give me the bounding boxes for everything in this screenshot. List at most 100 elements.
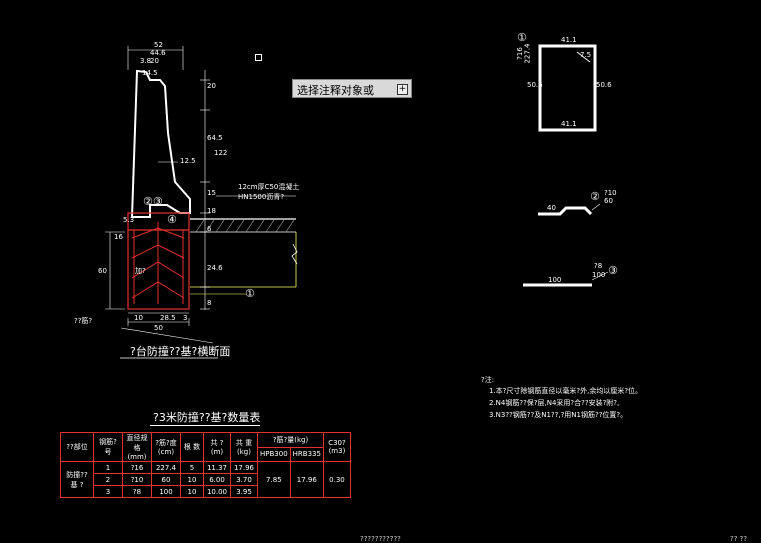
td-cell: 5 xyxy=(180,461,204,474)
status-right: ?? ?? xyxy=(730,535,748,543)
th-hpb: HPB300 xyxy=(257,446,291,462)
notes-head: ?注: xyxy=(481,376,495,384)
td-cell: 60 xyxy=(151,473,181,486)
th-hrb: HRB335 xyxy=(289,446,324,462)
rebar1-hook-len: 7.5 xyxy=(580,51,592,59)
callout-23: ②③ xyxy=(143,195,163,208)
pavement-hatch xyxy=(190,218,296,233)
table-title: ?3米防撞??基?数量表 xyxy=(153,411,261,424)
bar-label: ??筋? xyxy=(74,317,93,325)
th-dia: 直径规格 (mm) xyxy=(122,432,152,462)
rebar1-shape xyxy=(538,44,597,132)
quantity-table: ??部位 钢筋?号 直径规格 (mm) ?筋?度 (cm) 根 数 共 ? (m… xyxy=(60,432,351,498)
td-cell: 227.4 xyxy=(151,461,181,474)
rebar2-len: 60 xyxy=(604,197,613,205)
callout-1: ① xyxy=(245,287,255,300)
th-count: 根 数 xyxy=(180,432,204,462)
rebar3-leader xyxy=(591,271,609,281)
rebar1-len: 227.4 xyxy=(523,43,532,64)
dim-notch-125: 12.5 xyxy=(180,157,196,165)
td-cell: 10 xyxy=(180,485,204,498)
th-no: 钢筋?号 xyxy=(93,432,123,462)
status-text: ??????????? xyxy=(360,535,401,543)
dimension-lines xyxy=(105,46,210,326)
note-1: 1.本?尺寸除钢筋直径以毫米?外,余均以厘米?位。 xyxy=(489,387,643,395)
table-row: 2 ?10 60 10 6.00 3.70 xyxy=(61,473,351,486)
pave-top-label: 12cm厚C50混凝土 xyxy=(238,183,300,191)
table-title-rule xyxy=(150,425,260,426)
dim-bottom-10: 10 xyxy=(134,314,143,322)
rebar-chevrons xyxy=(131,222,185,304)
td-cell: 11.37 xyxy=(203,461,231,474)
td-cell: 17.96 xyxy=(230,461,258,474)
note-2: 2.N4钢筋??保?层,N4采用?合??安装?附?, xyxy=(489,399,620,407)
dim-bottom-50: 50 xyxy=(154,324,163,332)
td-cell: 3 xyxy=(93,485,123,498)
th-total-len: 共 ? (m) xyxy=(203,432,231,462)
td-cell: ?16 xyxy=(122,461,152,474)
rebar2-shape xyxy=(538,206,593,216)
td-cell: 3.95 xyxy=(230,485,258,498)
rebar3-len: 100 xyxy=(592,271,606,279)
rebar1-height: 50.6 xyxy=(527,81,543,89)
rebar2-seg: 40 xyxy=(547,204,556,212)
td-part: 防撞??基 ? xyxy=(60,461,94,498)
dim-right-18: 18 xyxy=(207,207,216,215)
td-cell: ?8 xyxy=(122,485,152,498)
inner-label: 加? xyxy=(135,267,146,275)
th-total-wt: 共 重 (kg) xyxy=(230,432,258,462)
th-len: ?筋?度 (cm) xyxy=(151,432,181,462)
title-underline xyxy=(120,327,214,344)
td-c30: 0.30 xyxy=(322,461,351,498)
cursor-marker xyxy=(255,54,262,61)
dim-right-15: 15 xyxy=(207,189,216,197)
td-cell: 10.00 xyxy=(203,485,231,498)
dim-right-20: 20 xyxy=(207,82,216,90)
rebar1-width: 41.1 xyxy=(561,36,577,44)
rebar2-circle: ② xyxy=(590,190,600,203)
td-cell: 6.00 xyxy=(203,473,231,486)
dim-left-16: 16 xyxy=(114,233,123,241)
td-hrb: 17.96 xyxy=(289,461,324,498)
plus-icon[interactable]: + xyxy=(397,84,408,95)
rebar1-circle: ① xyxy=(517,31,527,44)
td-cell: 1 xyxy=(93,461,123,474)
table-header-row: ??部位 钢筋?号 直径规格 (mm) ?筋?度 (cm) 根 数 共 ? (m… xyxy=(60,432,351,462)
td-cell: 100 xyxy=(151,485,181,498)
rebar1-hook xyxy=(576,51,591,63)
pave-bottom-label: HN1500沥青? xyxy=(238,193,285,201)
rebar3-seg: 100 xyxy=(548,276,562,284)
td-hpb: 7.85 xyxy=(257,461,291,498)
dim-left-60: 60 xyxy=(98,267,107,275)
section-title: ?台防撞??基?横断面 xyxy=(130,345,231,358)
tooltip-label: 选择注释对象或 xyxy=(297,84,374,97)
th-part: ??部位 xyxy=(60,432,94,462)
callout-4: ④ xyxy=(167,213,177,226)
dim-bottom-3: 3 xyxy=(183,314,188,322)
rebar1-height2: 50.6 xyxy=(596,81,612,89)
td-cell: ?10 xyxy=(122,473,152,486)
dim-right-8: 8 xyxy=(207,299,212,307)
td-cell: 2 xyxy=(93,473,123,486)
dim-left-53: 5.3 xyxy=(123,216,135,224)
dim-right-6: 6 xyxy=(207,225,212,233)
rebar2-dia: ?10 xyxy=(604,189,617,197)
dim-right-122: 122 xyxy=(214,149,228,157)
rebar2-leader xyxy=(591,203,601,211)
dim-sub-44: 44.6 xyxy=(150,49,166,57)
table-row: 防撞??基 ? 1 ?16 227.4 5 11.37 17.96 7.85 1… xyxy=(60,461,351,498)
note-3: 3.N3??钢筋??及N1??,?用N1钢筋??位置?。 xyxy=(489,411,628,419)
th-c30: C30? (m3) xyxy=(322,432,351,462)
dim-right-246: 24.6 xyxy=(207,264,223,272)
ground-line xyxy=(190,232,297,288)
dim-sub-a: 3.8 xyxy=(140,57,152,65)
rebar3-dia: ?8 xyxy=(594,262,603,270)
rebar1-bottom-width: 41.1 xyxy=(561,120,577,128)
dim-sub-b: 20 xyxy=(150,57,159,65)
dim-right-645: 64.5 xyxy=(207,134,223,142)
dim-bottom-285: 28.5 xyxy=(160,314,176,322)
td-cell: 10 xyxy=(180,473,204,486)
annotation-tooltip[interactable]: 选择注释对象或 + xyxy=(292,79,412,98)
rebar3-circle: ③ xyxy=(608,264,618,277)
